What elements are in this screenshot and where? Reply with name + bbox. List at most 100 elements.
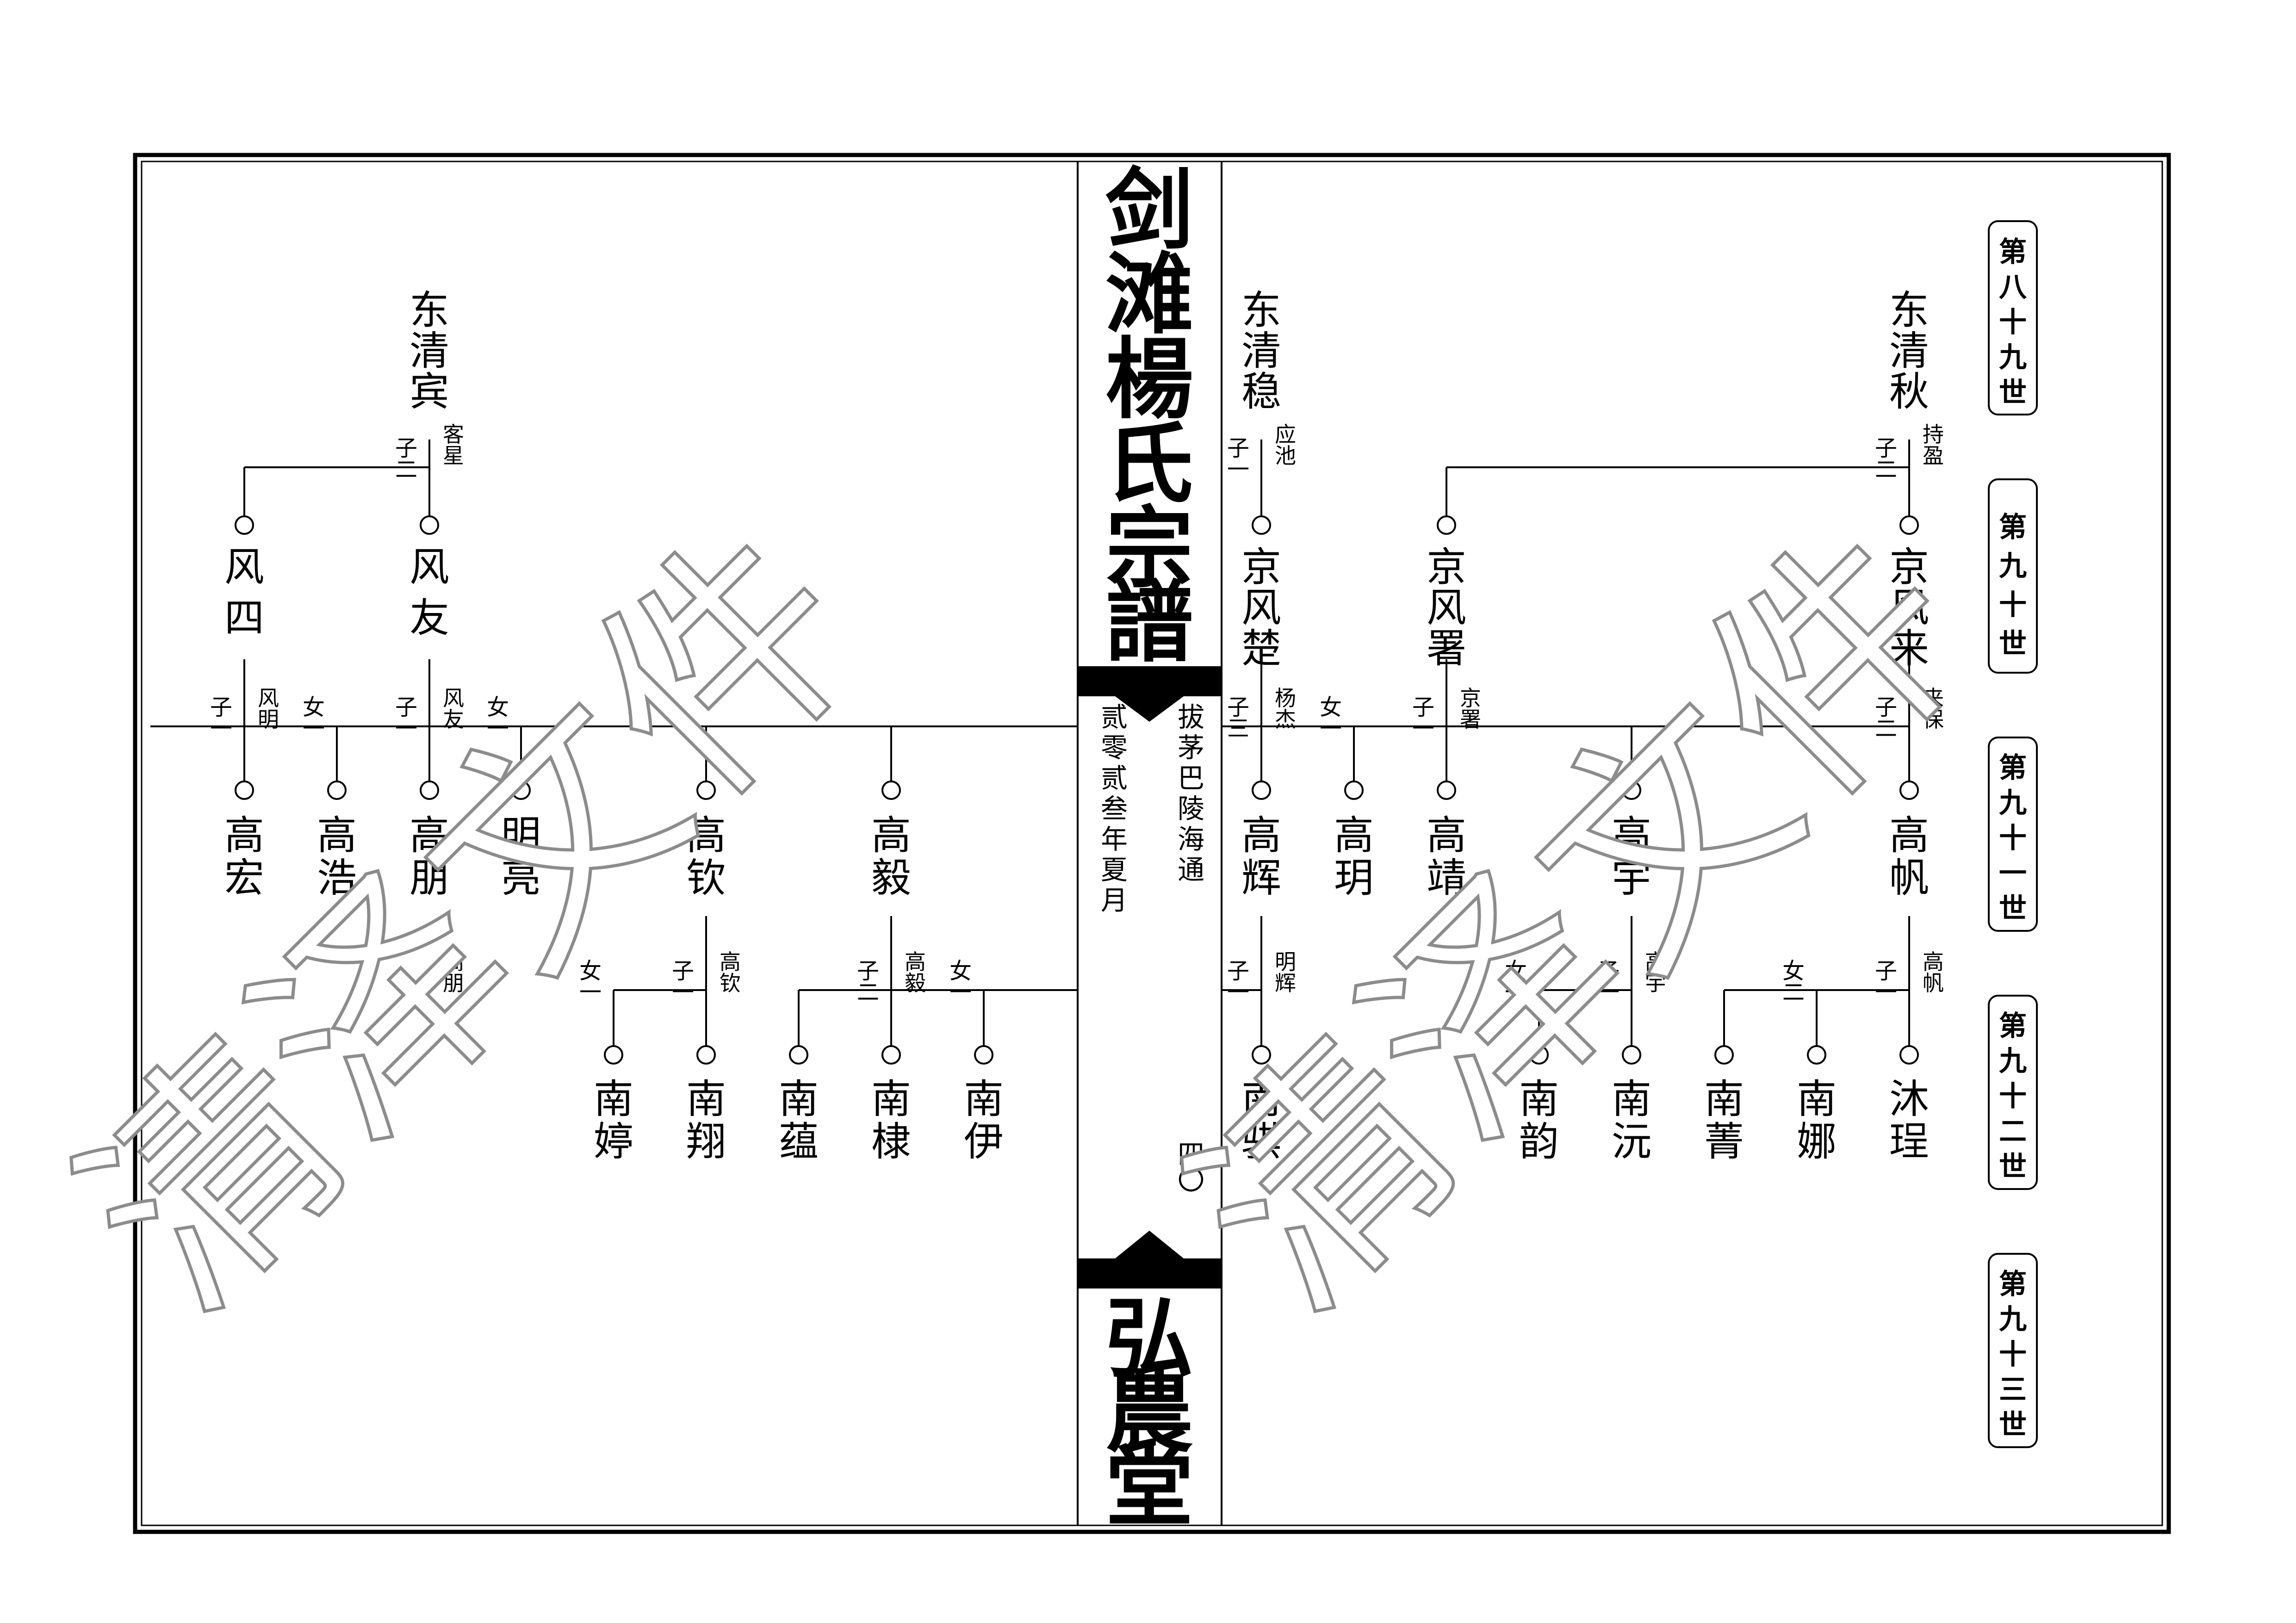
vertical-glyph: 四 — [1178, 1139, 1204, 1170]
vertical-glyph: 珵 — [1889, 1119, 1929, 1165]
hall-name: 弘 農 堂 — [1105, 1287, 1193, 1538]
vertical-glyph: 子 — [672, 958, 694, 984]
person-name: 高帆 — [1889, 812, 1929, 901]
person-name: 南骐 — [1241, 1076, 1281, 1165]
vertical-glyph: 南 — [1797, 1076, 1837, 1122]
vertical-glyph: 南 — [1704, 1076, 1744, 1122]
vertical-glyph: 世 — [1999, 628, 2027, 660]
vertical-glyph: 韵 — [1519, 1119, 1559, 1165]
vertical-glyph: 二 — [1782, 979, 1805, 1005]
vertical-glyph: 友 — [443, 707, 464, 732]
vertical-glyph: 辉 — [1241, 855, 1281, 901]
vertical-glyph: 高 — [1923, 949, 1944, 974]
vertical-glyph: 世 — [1999, 1409, 2027, 1441]
vertical-glyph: 友 — [410, 595, 449, 641]
vertical-glyph: 一 — [1320, 716, 1342, 742]
vertical-glyph: 一 — [487, 716, 509, 742]
child-count: 子三 — [1227, 694, 1249, 742]
child-counts: 子二 子一 子二 子一 女一 子一 女一 子三 女一 子一 子二 女一 子一 子… — [210, 435, 1897, 1005]
vertical-glyph: 贰 — [1101, 762, 1128, 794]
vertical-glyph: 南 — [1612, 1076, 1651, 1122]
node-marker — [1437, 515, 1456, 535]
vertical-glyph: 二 — [857, 979, 879, 1005]
node-marker — [1252, 515, 1271, 535]
vertical-glyph: 风 — [410, 544, 449, 590]
vertical-glyph: 东 — [1889, 287, 1929, 334]
vertical-glyph: 女 — [1505, 958, 1527, 984]
vertical-glyph: 二 — [1875, 457, 1897, 483]
child-count: 子一 — [1412, 694, 1434, 742]
vertical-glyph: 九 — [1999, 550, 2027, 582]
tree-nodes — [235, 515, 1919, 1065]
vertical-glyph: 第 — [1999, 511, 2027, 544]
book-title-char: 剑 — [1105, 158, 1193, 261]
spouse-name: 持盈 — [1923, 422, 1944, 468]
vertical-glyph: 三 — [1227, 716, 1249, 742]
vertical-glyph: 清 — [410, 328, 449, 374]
vertical-glyph: 子 — [1227, 958, 1249, 984]
spouse-name: 客星 — [443, 422, 464, 468]
spouse-name: 应池 — [1275, 422, 1296, 468]
vertical-glyph: 东 — [1241, 287, 1281, 334]
vertical-glyph: 来 — [1889, 626, 1929, 672]
node-marker — [235, 515, 254, 535]
vertical-glyph: 世 — [1999, 892, 2027, 925]
vertical-glyph: 二 — [395, 457, 417, 483]
vertical-glyph: 毅 — [905, 971, 926, 996]
child-count: 子一 — [1597, 958, 1620, 1005]
vertical-glyph: 风 — [1427, 585, 1466, 631]
person-name: 京风楚 — [1241, 544, 1281, 672]
vertical-glyph: 婷 — [594, 1119, 633, 1165]
vertical-glyph: 浩 — [317, 855, 357, 901]
spouse-name: 高钦 — [720, 949, 741, 996]
vertical-glyph: 世 — [1999, 377, 2027, 409]
vertical-glyph: 十 — [1999, 822, 2027, 855]
person-name: 高朋 — [410, 812, 449, 901]
vertical-glyph: 京 — [1427, 544, 1466, 590]
vertical-glyph: 陵 — [1178, 793, 1204, 824]
vertical-glyph: 南 — [964, 1076, 1004, 1122]
vertical-glyph: 高 — [1241, 812, 1281, 859]
vertical-glyph: 京 — [1460, 686, 1481, 711]
vertical-glyph: 一 — [395, 716, 417, 742]
book-title-char: 氏 — [1105, 412, 1193, 515]
vertical-glyph: 清 — [1241, 328, 1281, 374]
node-marker — [1807, 1045, 1826, 1065]
node-marker — [789, 1045, 808, 1065]
vertical-glyph: 池 — [1275, 443, 1296, 468]
vertical-glyph: 女 — [1320, 694, 1342, 720]
vertical-glyph: 子 — [1227, 694, 1249, 720]
person-name: 风友 — [410, 544, 449, 641]
child-count: 子一 — [1875, 958, 1897, 1005]
node-marker — [1622, 1045, 1641, 1065]
tree-lines — [150, 440, 1910, 1047]
vertical-glyph: 巴 — [1178, 762, 1204, 794]
vertical-glyph: 南 — [686, 1076, 726, 1122]
vertical-glyph: 一 — [579, 979, 602, 1005]
vertical-glyph: 高 — [1612, 812, 1651, 859]
person-name: 高宇 — [1612, 812, 1651, 901]
vertical-glyph: 一 — [1999, 857, 2027, 890]
vertical-glyph: 楚 — [1241, 626, 1281, 672]
node-marker — [1252, 1045, 1271, 1065]
vertical-glyph: 一 — [672, 979, 694, 1005]
person-name: 南棣 — [871, 1076, 911, 1165]
vertical-glyph: 翔 — [686, 1119, 726, 1165]
vertical-glyph: 南 — [594, 1076, 633, 1122]
spine-ribbon-top — [1078, 666, 1222, 722]
person-name: 高钦 — [686, 812, 726, 901]
vertical-glyph: 第 — [1999, 752, 2027, 784]
vertical-glyph: 娜 — [1797, 1119, 1837, 1165]
vertical-glyph: 明 — [1275, 949, 1296, 974]
child-count: 子一 — [1227, 958, 1249, 1005]
vertical-glyph: 一 — [210, 716, 232, 742]
node-marker — [881, 781, 901, 800]
child-count: 子二 — [1875, 435, 1897, 483]
spouse-name: 京署 — [1460, 686, 1481, 732]
vertical-glyph: 八 — [1999, 271, 2027, 304]
